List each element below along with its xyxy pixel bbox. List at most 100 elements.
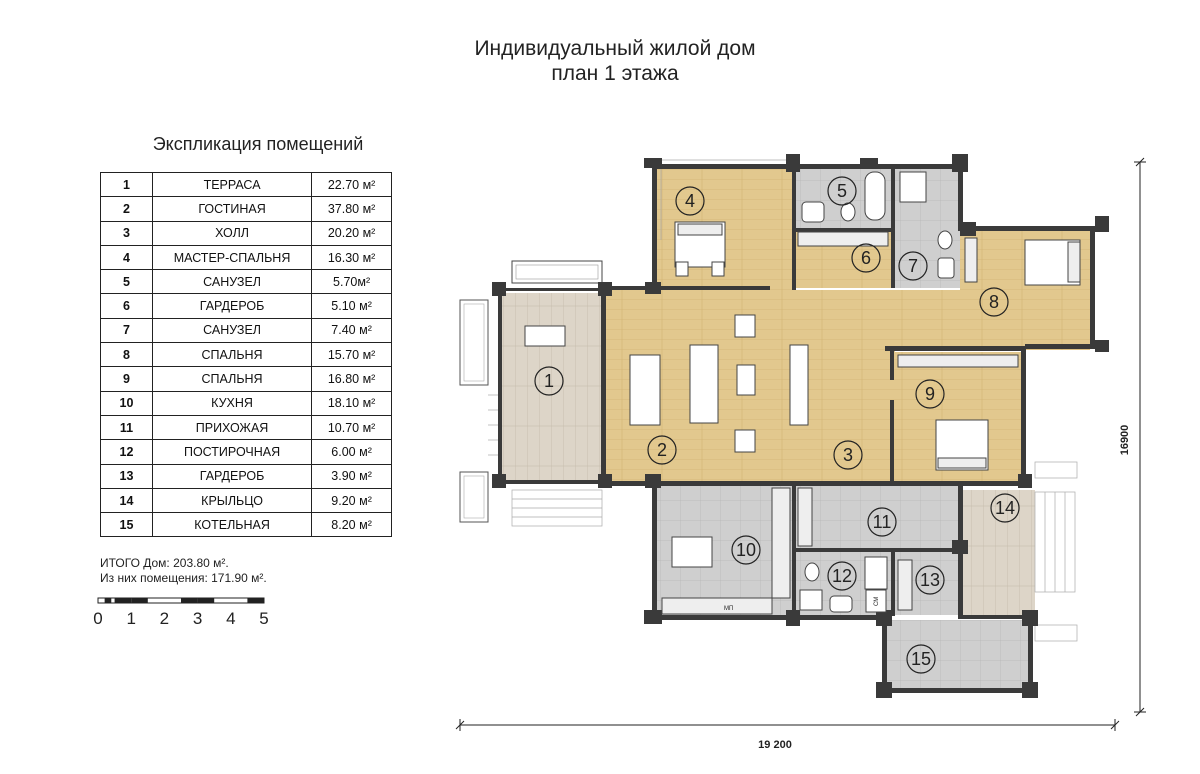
room-area: 3.90 м² <box>311 463 392 489</box>
room-area: 6.00 м² <box>311 439 392 465</box>
room-marker-circle <box>898 251 928 281</box>
scale-label: 5 <box>259 609 268 628</box>
room-area: 18.10 м² <box>311 390 392 416</box>
room-marker-circle <box>915 565 945 595</box>
room-number: 15 <box>100 512 153 538</box>
bathtub <box>864 171 886 221</box>
wall-south <box>652 615 890 620</box>
room-name: ГАРДЕРОБ <box>151 463 313 489</box>
wardrobe-13 <box>897 559 913 611</box>
height-dimension-label: 16900 <box>1119 425 1131 456</box>
room-number: 13 <box>100 463 153 489</box>
room-marker-circle <box>915 379 945 409</box>
wardrobe-rail-6 <box>797 231 889 247</box>
room-area: 16.30 м² <box>311 244 392 271</box>
floor-corridor <box>605 290 1090 350</box>
terrace-bench <box>511 260 603 284</box>
wall-north <box>652 164 962 169</box>
room-marker-label: 5 <box>837 181 847 201</box>
room-name: СПАЛЬНЯ <box>151 366 313 392</box>
room-marker-5: 5 <box>827 176 857 206</box>
tv-console <box>789 344 809 426</box>
room-marker-circle <box>731 535 761 565</box>
room-marker-8: 8 <box>979 287 1009 317</box>
terrace-side-bench-2 <box>459 471 489 523</box>
room-marker-13: 13 <box>915 565 945 595</box>
room-name: ГОСТИНАЯ <box>151 196 313 222</box>
room-marker-label: 4 <box>685 191 695 211</box>
room-area: 10.70 м² <box>311 414 392 441</box>
dining-table <box>629 354 661 426</box>
total-rooms-area: Из них помещения: 171.90 м². <box>100 571 267 585</box>
room-number: 10 <box>100 390 153 416</box>
room-marker-14: 14 <box>990 493 1020 523</box>
room-number: 6 <box>100 293 153 319</box>
room-name: ПРИХОЖАЯ <box>151 414 313 441</box>
room-number: 1 <box>100 171 153 198</box>
scale-segment <box>197 598 215 603</box>
kitchen-counter <box>661 597 773 615</box>
room-marker-label: 1 <box>544 371 554 391</box>
room-marker-circle <box>979 287 1009 317</box>
armchair-1 <box>734 314 756 338</box>
room-name: САНУЗЕЛ <box>151 317 313 344</box>
room-marker-12: 12 <box>827 561 857 591</box>
floor-boiler-room <box>885 620 1030 690</box>
room-marker-circle <box>867 507 897 537</box>
room-marker-label: 10 <box>736 540 756 560</box>
room-area: 5.10 м² <box>311 293 392 319</box>
room-marker-2: 2 <box>647 435 677 465</box>
scale-label: 1 <box>126 609 135 628</box>
living-sofa <box>689 344 719 424</box>
wash-basin-12 <box>829 595 853 613</box>
room-marker-circle <box>647 435 677 465</box>
terrace-table <box>524 325 566 347</box>
scale-segment <box>181 598 198 603</box>
floor-porch <box>960 490 1035 615</box>
room-name: КУХНЯ <box>151 390 313 416</box>
room-marker-label: 11 <box>873 512 892 532</box>
room-marker-circle <box>833 440 863 470</box>
room-marker-10: 10 <box>731 535 761 565</box>
room-name: ХОЛЛ <box>151 220 313 246</box>
room-name: ПОСТИРОЧНАЯ <box>151 439 313 465</box>
title-line-1: Индивидуальный жилой дом <box>474 37 756 60</box>
room-marker-label: 14 <box>995 498 1015 518</box>
log-corner-posts <box>492 154 1109 698</box>
scale-subsegment <box>104 598 112 603</box>
room-area: 37.80 м² <box>311 196 392 222</box>
room-name: ТЕРРАСА <box>151 171 313 198</box>
room-area: 20.20 м² <box>311 220 392 246</box>
room-number: 11 <box>100 414 153 441</box>
room-marker-circle <box>851 243 881 273</box>
room-number: 2 <box>100 196 153 222</box>
room-marker-circle <box>534 366 564 396</box>
room-marker-label: 15 <box>911 649 931 669</box>
room-marker-label: 3 <box>843 445 853 465</box>
room-number: 8 <box>100 342 153 368</box>
room-number: 5 <box>100 269 153 295</box>
washer-label: СМ <box>874 597 880 606</box>
toilet-5 <box>840 202 856 222</box>
shower-7 <box>899 171 927 203</box>
room-name: МАСТЕР-СПАЛЬНЯ <box>151 244 313 271</box>
wall-kitchen-west <box>652 481 657 621</box>
toilet-12 <box>804 562 820 582</box>
toilet-7 <box>937 230 953 250</box>
scale-label: 4 <box>226 609 235 628</box>
scale-label: 3 <box>193 609 202 628</box>
